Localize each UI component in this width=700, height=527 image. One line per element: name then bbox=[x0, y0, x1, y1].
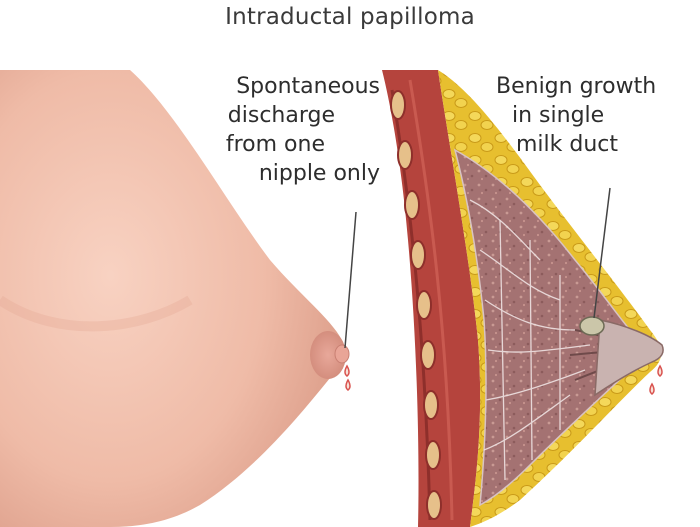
growth-label: Benign growth in single milk duct bbox=[496, 72, 656, 159]
growth-pointer-line bbox=[593, 187, 611, 319]
growth-label-line-3: milk duct bbox=[516, 132, 619, 157]
areola bbox=[310, 331, 346, 379]
discharge-pointer-line bbox=[344, 211, 357, 349]
cross-section-view bbox=[382, 70, 664, 527]
discharge-label-line-4: nipple only bbox=[258, 161, 380, 186]
ribs bbox=[390, 90, 442, 520]
diagram-title: Intraductal papilloma bbox=[225, 4, 475, 30]
discharge-label-line-1: Spontaneous bbox=[236, 74, 380, 99]
benign-growth bbox=[579, 316, 605, 336]
growth-label-line-1: Benign growth bbox=[496, 74, 657, 99]
skin-silhouette bbox=[0, 70, 345, 527]
nipple bbox=[334, 344, 350, 364]
nipple-section bbox=[594, 319, 664, 397]
lobule-lines bbox=[469, 199, 591, 481]
section-discharge-drops bbox=[649, 364, 663, 395]
discharge-label-line-2: discharge bbox=[227, 103, 335, 128]
discharge-label-line-3: from one bbox=[225, 132, 325, 157]
growth-label-line-2: in single bbox=[512, 103, 605, 128]
discharge-label: Spontaneous discharge from one nipple on… bbox=[150, 72, 380, 188]
discharge-drops bbox=[344, 364, 351, 391]
external-breast-view bbox=[0, 70, 357, 527]
